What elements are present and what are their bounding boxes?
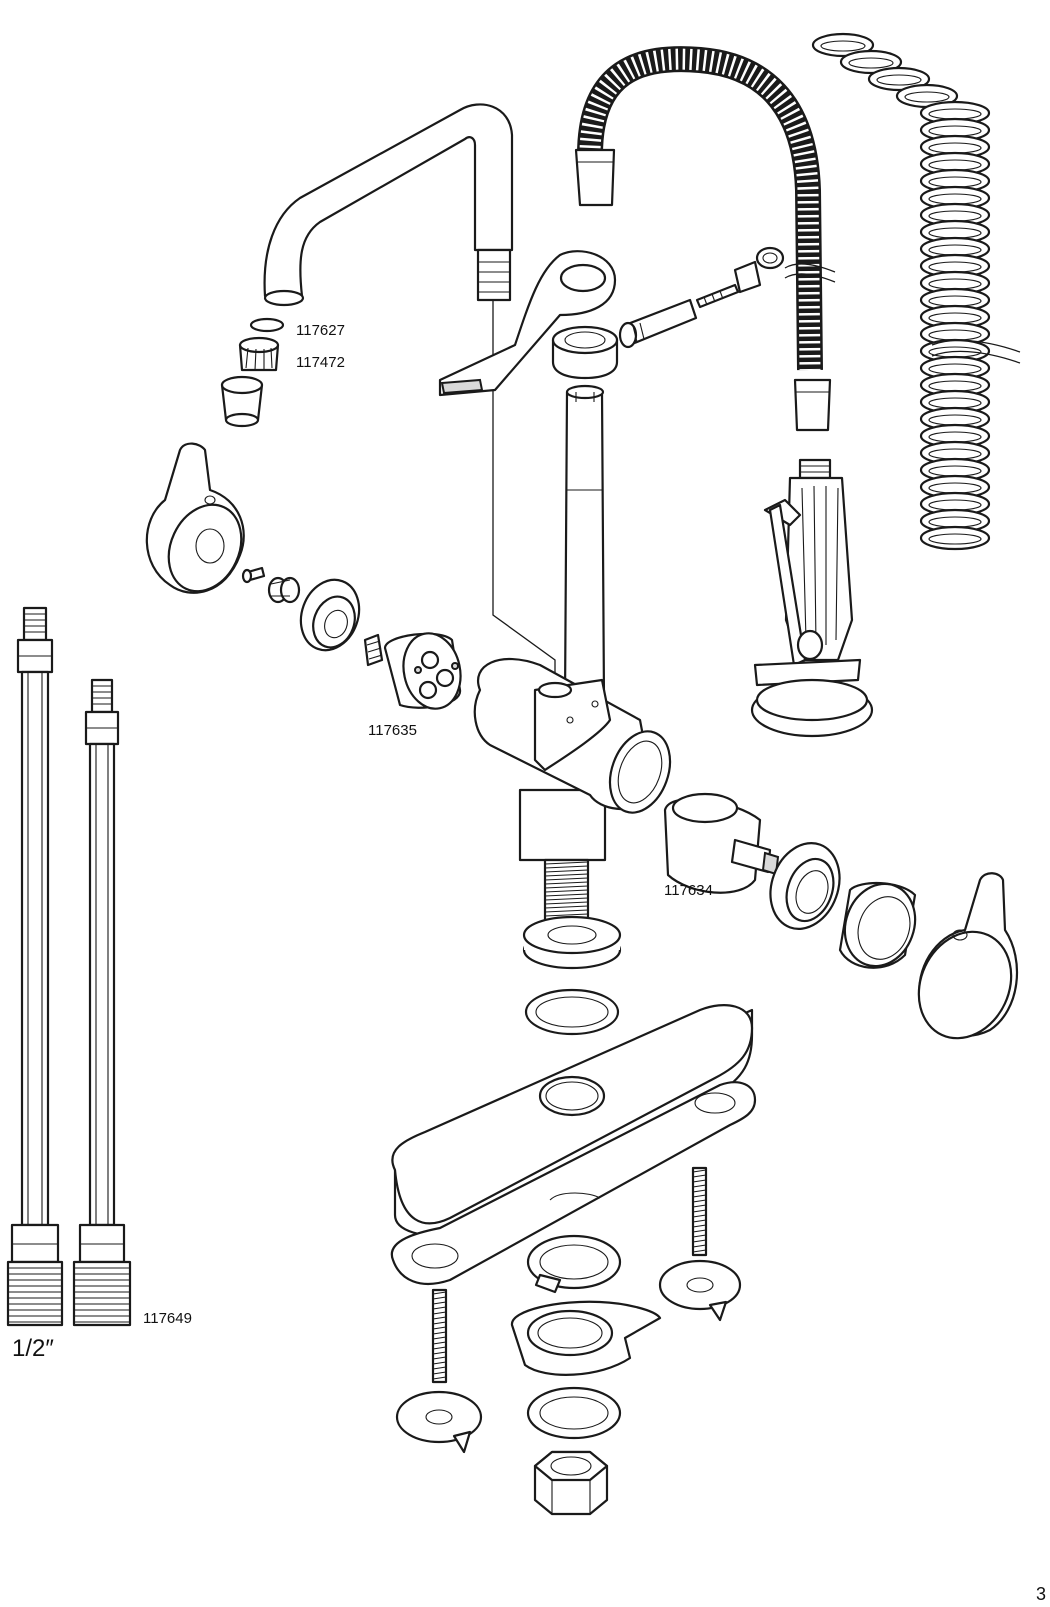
base-flange [524, 917, 620, 968]
supply-hose-right [74, 680, 130, 1325]
center-washer [528, 1236, 620, 1292]
spray-hose [576, 59, 835, 430]
right-mounting-bolt [693, 1168, 706, 1255]
handle-screw [243, 568, 264, 582]
part-label-aerator-washer: 117627 [296, 322, 345, 339]
center-ring [553, 327, 617, 378]
right-handle [902, 873, 1028, 1053]
left-handle [147, 444, 255, 604]
right-cartridge [665, 794, 778, 893]
aerator [240, 338, 278, 370]
left-bolt-washer [397, 1392, 481, 1452]
spray-head [752, 460, 872, 736]
lower-gasket [528, 1388, 620, 1438]
aerator-housing [222, 377, 262, 426]
left-bonnet-ring [291, 572, 368, 659]
extension-rod [620, 248, 783, 347]
part-label-cartridge-left: 117635 [368, 722, 417, 739]
threaded-shank [545, 860, 588, 925]
right-bolt-washer [660, 1261, 740, 1320]
aerator-washer [251, 319, 283, 331]
hex-nut [535, 1452, 607, 1514]
thread-size-label: 1/2″ [12, 1335, 54, 1363]
part-label-aerator: 117472 [296, 354, 345, 371]
page-number: 3 [1036, 1584, 1046, 1605]
left-mounting-bolt [433, 1290, 446, 1382]
spout [265, 104, 512, 305]
part-label-cartridge-right: 117634 [664, 882, 713, 899]
supply-hose-left [8, 608, 62, 1325]
center-rod [565, 386, 604, 700]
left-cartridge [365, 628, 467, 714]
coiled-hose [813, 34, 1020, 549]
base-gasket [526, 990, 618, 1034]
mounting-bracket [512, 1302, 660, 1375]
part-label-supply-hoses: 117649 [143, 1310, 192, 1327]
right-sleeve [834, 874, 927, 976]
faucet-body [475, 659, 681, 860]
stem-adapter [269, 578, 299, 602]
right-bonnet-nut [759, 833, 851, 938]
